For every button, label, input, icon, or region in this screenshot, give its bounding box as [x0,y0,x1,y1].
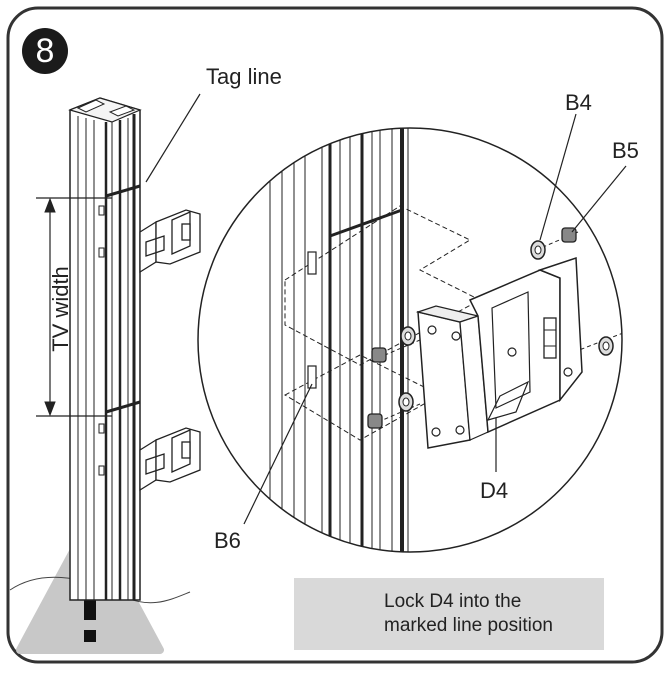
bracket-upper [139,209,201,274]
note-box: Lock D4 into the marked line position [294,578,604,650]
note-text: Lock D4 into the marked line position [384,590,553,638]
vertical-rail [68,97,142,601]
tag-line-leader [145,93,201,183]
leader-lines [243,113,627,525]
leader-b4 [539,113,577,241]
step-number-badge: 8 [22,28,68,74]
detail-zoom-circle [197,127,623,553]
label-tag-line: Tag line [206,64,282,89]
panel-frame [6,6,664,664]
label-tv-width: TV width [48,266,73,352]
leader-b6 [243,383,313,525]
label-b5: B5 [612,138,639,163]
label-b6: B6 [214,528,241,553]
bracket-lower [139,427,201,492]
note-line-1: Lock D4 into the [384,591,522,612]
label-d4: D4 [480,478,509,503]
tv-width-dimension [36,197,112,417]
label-b4: B4 [565,90,592,115]
note-line-2: marked line position [384,615,553,636]
leader-b5 [571,165,627,233]
